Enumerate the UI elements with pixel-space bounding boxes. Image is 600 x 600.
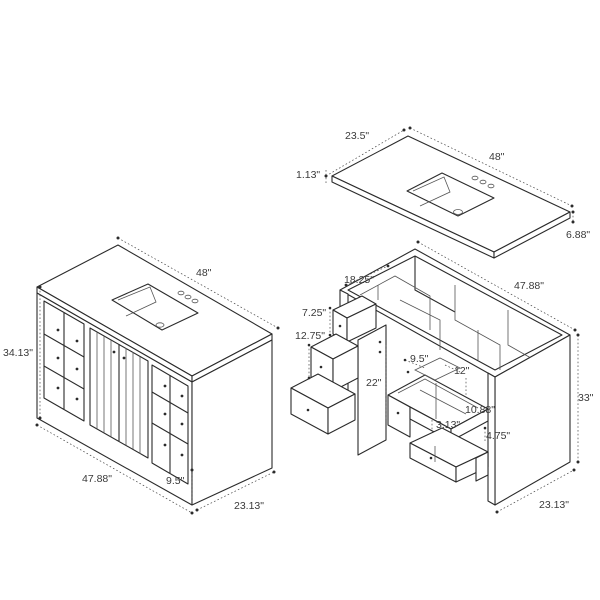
top-depth-label: 23.5" [345, 130, 369, 142]
left-top-width-label: 48" [196, 267, 212, 279]
assembled-right-drawer-bank [151, 364, 189, 485]
open-cabinet-door [357, 324, 387, 456]
assembled-left-drawer-bank [43, 300, 85, 422]
open-cabinet: 18.25" 47.88" 7.25" 12.75" 22" 9.5" 12" … [290, 240, 594, 514]
right-center-drawer-h-label: 3.13" [436, 419, 460, 431]
right-center-drawer-w-label: 9.5" [410, 353, 429, 365]
top-width-label: 48" [489, 151, 505, 163]
open-cabinet-side-panel [494, 334, 571, 506]
left-width-label: 47.88" [82, 473, 112, 485]
right-depth-label: 23.13" [539, 499, 569, 511]
assembled-cabinet-side [191, 339, 273, 506]
left-height-label: 34.13" [3, 347, 33, 359]
left-bottom-drawer [290, 373, 356, 435]
right-lower-drawer-h-label: 4.75" [486, 430, 510, 442]
right-height-label: 33" [578, 392, 594, 404]
exploded-countertop: 23.5" 48" 1.13" 6.88" [296, 126, 590, 259]
right-interior-width-label: 18.25" [344, 274, 374, 286]
assembled-center-doors [89, 327, 149, 459]
lower-right-drawer [409, 427, 489, 483]
assembled-sink-basin [111, 283, 199, 331]
right-door-height-label: 22" [366, 377, 382, 389]
assembled-vanity: 48" 34.13" 47.88" 9.5" 23.13" [3, 236, 280, 515]
right-width-label: 47.88" [514, 280, 544, 292]
right-drawer-small-label: 7.25" [302, 307, 326, 319]
right-center-drawer-d-label: 10.88" [465, 404, 495, 416]
top-backsplash-label: 6.88" [566, 229, 590, 241]
left-depth-label: 23.13" [234, 500, 264, 512]
center-drawer [387, 357, 489, 442]
right-center-drawer-w2-label: 12" [454, 365, 470, 377]
left-toe-kick-label: 9.5" [166, 475, 185, 487]
right-drawer-mid-label: 12.75" [295, 330, 325, 342]
top-thickness-label: 1.13" [296, 169, 320, 181]
